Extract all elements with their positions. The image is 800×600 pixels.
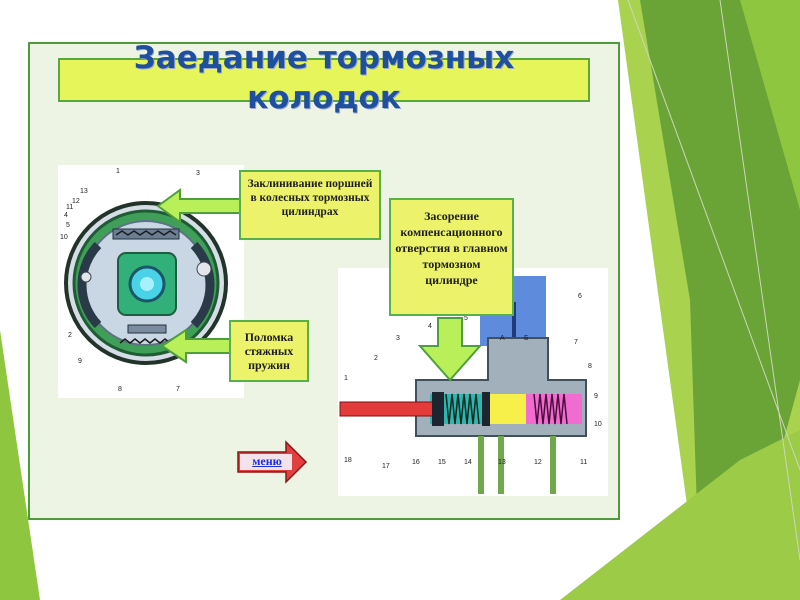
lower-anchor: [127, 324, 167, 334]
deco-shape-left: [0, 330, 40, 600]
menu-link[interactable]: меню: [252, 454, 282, 468]
secondary-spring: [533, 393, 568, 425]
drum-label-3: 3: [196, 170, 200, 177]
cylinder-label-1: 1: [344, 375, 348, 382]
title-box: [58, 58, 590, 102]
drum-label-8: 8: [118, 386, 122, 393]
drum-label-2: 2: [68, 332, 72, 339]
adjuster-right: [196, 261, 212, 277]
arrow-to-pistons-icon: [156, 188, 247, 224]
drum-label-13: 13: [80, 188, 88, 195]
callout-reservoir-clog: Засорение компенсационного отверстия в г…: [389, 198, 514, 316]
brake-line-3: [550, 436, 556, 494]
cylinder-label-10: 10: [594, 421, 602, 428]
chamber-yellow: [486, 394, 526, 424]
slide-title: Заедание тормозных колодок: [58, 38, 590, 118]
cylinder-label-15: 15: [438, 459, 446, 466]
arrow-to-springs-icon: [160, 328, 235, 364]
slide-title-line-2: колодок: [247, 80, 401, 116]
cylinder-label-8: 8: [588, 363, 592, 370]
callout-spring-breakage-text: Поломка стяжных пружин: [244, 330, 294, 372]
brake-line-2: [498, 436, 504, 494]
wheel-cylinder: [112, 228, 180, 240]
cylinder-label-18: 18: [344, 457, 352, 464]
brake-line-1: [478, 436, 484, 494]
reservoir-divider: [512, 302, 516, 346]
drum-label-11: 11: [66, 204, 73, 211]
cylinder-label-17: 17: [382, 463, 390, 470]
hub-center-inner: [140, 277, 154, 291]
callout-reservoir-clog-text: Засорение компенсационного отверстия в г…: [395, 209, 508, 287]
deco-shape-bottom: [560, 430, 800, 600]
cylinder-label-2: 2: [374, 355, 378, 362]
drum-label-1: 1: [116, 168, 120, 175]
slide-title-line-1: Заедание тормозных: [133, 40, 515, 76]
secondary-piston: [482, 392, 490, 426]
drum-label-7: 7: [176, 386, 180, 393]
cylinder-label-4: 4: [428, 323, 432, 330]
brake-shoe-right: [190, 241, 215, 329]
return-spring-top: [115, 230, 177, 236]
drum-label-9: 9: [78, 358, 82, 365]
cylinder-label-11: 11: [580, 459, 587, 466]
deco-thin-line: [627, 0, 800, 471]
cylinder-label-16: 16: [412, 459, 420, 466]
adjuster-left: [80, 271, 92, 283]
primary-piston: [432, 392, 444, 426]
cylinder-label-7: 7: [574, 339, 578, 346]
cylinder-label-20: Б: [524, 335, 529, 342]
callout-spring-breakage: Поломка стяжных пружин: [229, 320, 309, 382]
cylinder-label-13: 13: [498, 459, 506, 466]
cylinder-label-3: 3: [396, 335, 400, 342]
cylinder-label-5: 5: [464, 315, 468, 322]
drum-label-5: 5: [66, 222, 70, 229]
drum-label-4: 4: [64, 212, 68, 219]
brake-shoe-left: [77, 241, 102, 329]
deco-thin-line-2: [719, 0, 800, 561]
cylinder-label-19: А: [500, 335, 505, 342]
cylinder-label-9: 9: [594, 393, 598, 400]
drum-label-12: 12: [72, 198, 80, 205]
menu-label-box: [240, 454, 292, 470]
cylinder-label-12: 12: [534, 459, 542, 466]
arrow-to-reservoir-icon: [417, 317, 483, 382]
deco-shape-right-mid: [740, 0, 800, 210]
cylinder-label-6: 6: [578, 293, 582, 300]
menu-button[interactable]: [236, 440, 308, 484]
callout-piston-seizure: Заклинивание поршней в колесных тормозны…: [239, 170, 381, 240]
callout-piston-seizure-text: Заклинивание поршней в колесных тормозны…: [247, 178, 373, 218]
cylinder-label-14: 14: [464, 459, 472, 466]
drum-label-10: 10: [60, 234, 68, 241]
primary-spring: [445, 393, 480, 425]
